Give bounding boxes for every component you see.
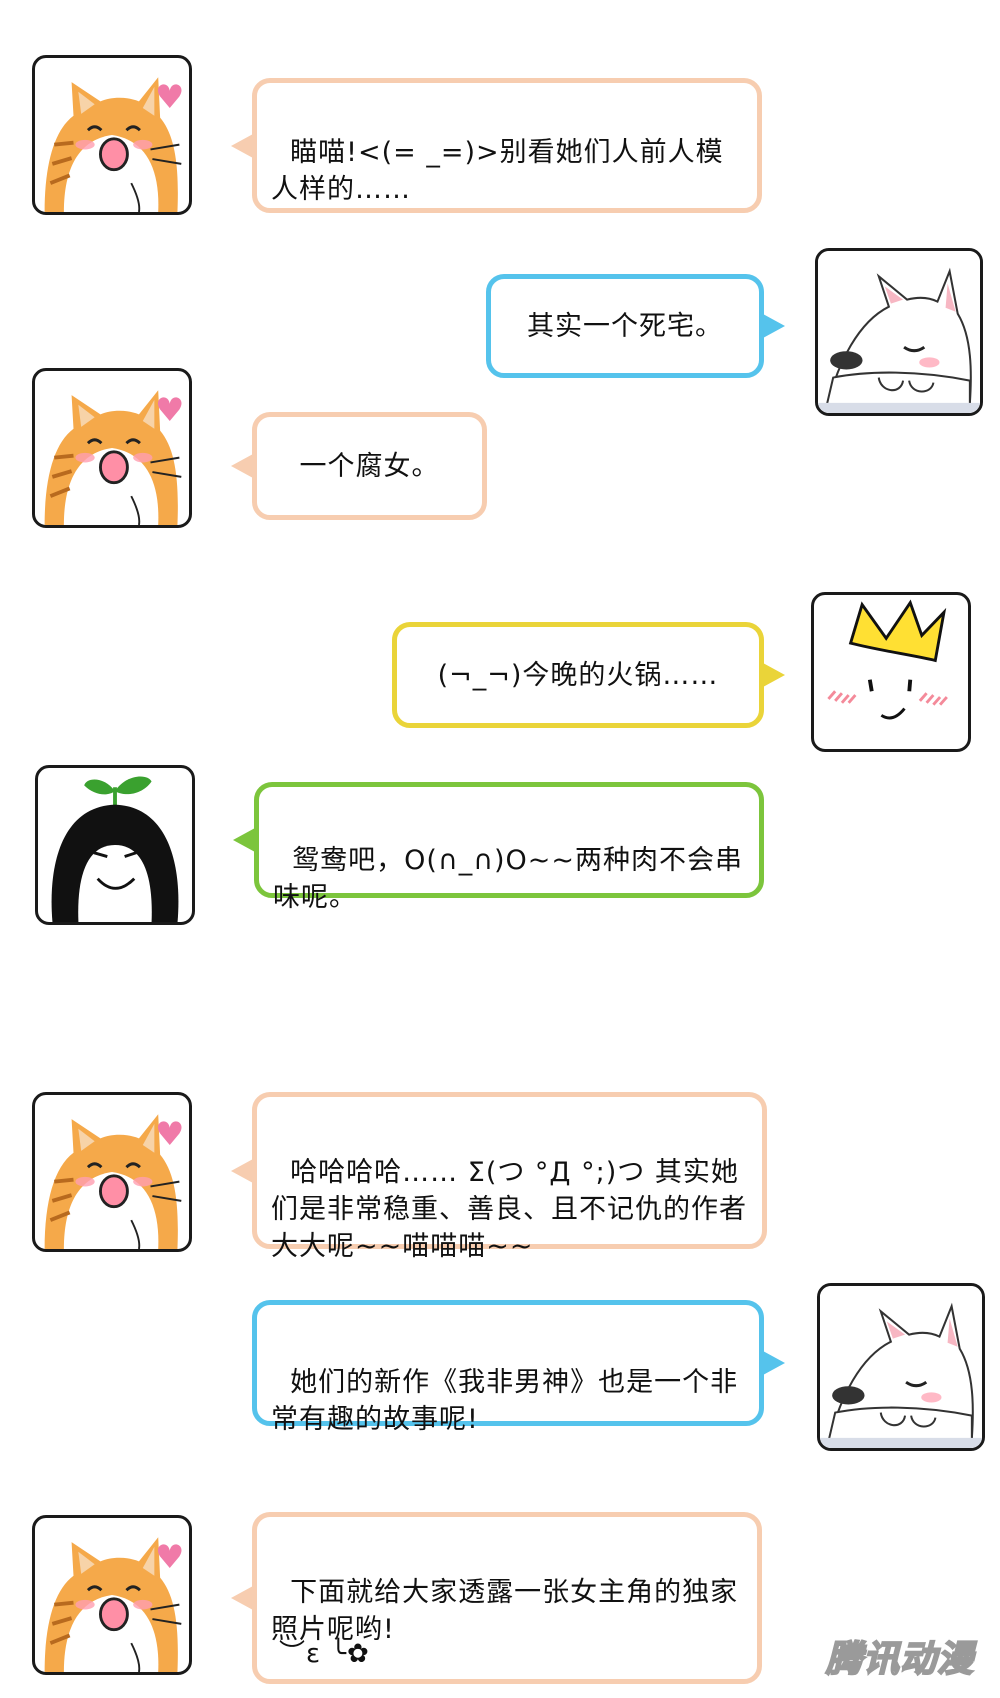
sprout-girl-avatar-icon [35,765,195,925]
cat-avatar-icon [32,1515,192,1675]
chat-bubble: 一个腐女。 [231,412,487,520]
message-text: 下面就给大家透露一张女主角的独家照片呢哟! [271,1577,739,1645]
chat-bubble: 瞄喵!<(= _=)>别看她们人前人模人样的…… [231,78,762,213]
chat-bubble: 其实一个死宅。 [486,274,785,378]
message-text: 鸳鸯吧，O(∩_∩)O~~两种肉不会串味呢。 [273,845,744,913]
chat-bubble: 下面就给大家透露一张女主角的独家照片呢哟! ︶ε ╰✿ [231,1512,762,1684]
message-text: 她们的新作《我非男神》也是一个非常有趣的故事呢! [271,1367,739,1435]
message-text: 瞄喵!<(= _=)>别看她们人前人模人样的…… [271,137,724,205]
crown-face-avatar-icon [811,592,971,752]
emoticon-text: ︶ε ╰✿ [279,1639,370,1669]
watermark-logo: 腾讯动漫 [825,1638,974,1681]
chat-bubble: 哈哈哈哈…… Σ(つ °Д °;)つ 其实她们是非常稳重、善良、且不记仇的作者大… [231,1092,767,1262]
message-text: 哈哈哈哈…… Σ(つ °Д °;)つ 其实她们是非常稳重、善良、且不记仇的作者大… [271,1157,747,1262]
cat-avatar-icon [32,368,192,528]
cat-avatar-icon [32,1092,192,1252]
cat-avatar-icon [32,55,192,215]
chat-bubble: (¬_¬)今晚的火锅…… [392,622,785,728]
sleeping-dog-avatar-icon [817,1283,985,1451]
chat-bubble: 她们的新作《我非男神》也是一个非常有趣的故事呢! [252,1300,785,1435]
message-text: (¬_¬)今晚的火锅…… [437,659,719,691]
chat-bubble: 鸳鸯吧，O(∩_∩)O~~两种肉不会串味呢。 [233,782,764,913]
message-text: 其实一个死宅。 [527,310,723,342]
message-text: 一个腐女。 [299,450,440,482]
sleeping-dog-avatar-icon [815,248,983,416]
